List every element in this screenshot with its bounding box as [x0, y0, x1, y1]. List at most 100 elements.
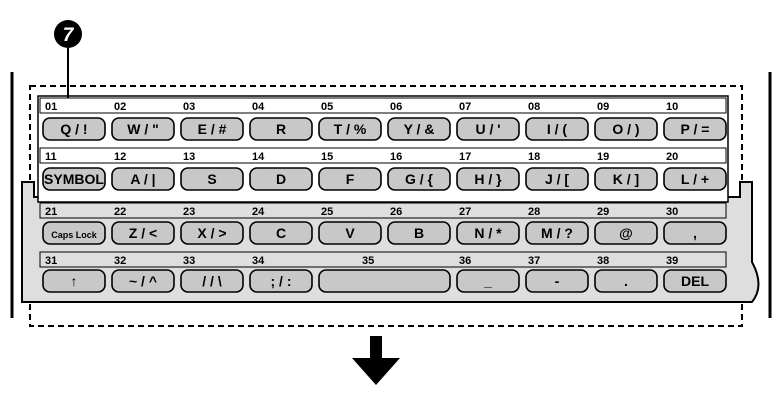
- key-1-5[interactable]: T / %: [318, 117, 382, 141]
- key-4-2[interactable]: ~ / ^: [111, 269, 175, 293]
- key-number: 11: [45, 151, 57, 163]
- key-number: 27: [459, 206, 471, 218]
- key-number: 13: [183, 151, 195, 163]
- key-3-8[interactable]: M / ?: [525, 221, 589, 245]
- key-number: 04: [252, 101, 265, 113]
- key-3-2[interactable]: Z / <: [111, 221, 175, 245]
- key-number: 10: [666, 101, 678, 113]
- key-label: R: [276, 121, 286, 137]
- key-label: V: [345, 225, 355, 241]
- key-label: H / }: [474, 171, 502, 187]
- key-label: P / =: [681, 121, 710, 137]
- key-1-6[interactable]: Y / &: [387, 117, 451, 141]
- key-number: 31: [45, 255, 57, 267]
- key-label: K / ]: [613, 171, 639, 187]
- key-4-6[interactable]: _: [456, 269, 520, 293]
- key-1-10[interactable]: P / =: [663, 117, 727, 141]
- key-number: 17: [459, 151, 471, 163]
- key-2-7[interactable]: H / }: [456, 167, 520, 191]
- key-3-5[interactable]: V: [318, 221, 382, 245]
- key-label: B: [414, 225, 424, 241]
- key-label: D: [276, 171, 286, 187]
- down-arrow-icon: [352, 336, 400, 385]
- key-4-4[interactable]: ; / :: [249, 269, 313, 293]
- key-number: 02: [114, 101, 126, 113]
- key-label: L / +: [681, 171, 709, 187]
- key-number: 08: [528, 101, 540, 113]
- key-label: _: [483, 273, 492, 289]
- key-label: Y / &: [404, 121, 435, 137]
- key-1-3[interactable]: E / #: [180, 117, 244, 141]
- key-2-6[interactable]: G / {: [387, 167, 451, 191]
- key-number: 32: [114, 255, 126, 267]
- key-number: 34: [252, 255, 265, 267]
- key-number: 37: [528, 255, 540, 267]
- key-3-3[interactable]: X / >: [180, 221, 244, 245]
- key-4-3[interactable]: / / \: [180, 269, 244, 293]
- callout-badge: [54, 20, 82, 48]
- key-3-1[interactable]: Caps Lock: [42, 221, 106, 245]
- key-label: C: [276, 225, 286, 241]
- key-number: 33: [183, 255, 195, 267]
- key-3-4[interactable]: C: [249, 221, 313, 245]
- key-4-1[interactable]: ↑: [42, 269, 106, 293]
- key-1-1[interactable]: Q / !: [42, 117, 106, 141]
- key-number: 20: [666, 151, 678, 163]
- key-number: 15: [321, 151, 333, 163]
- key-label: ↑: [71, 273, 78, 289]
- key-label: .: [624, 273, 628, 289]
- key-number: 16: [390, 151, 402, 163]
- key-3-6[interactable]: B: [387, 221, 451, 245]
- key-number: 14: [252, 151, 265, 163]
- key-2-5[interactable]: F: [318, 167, 382, 191]
- key-number: 21: [45, 206, 57, 218]
- key-label: / / \: [202, 273, 222, 289]
- key-label: A / |: [130, 171, 155, 187]
- key-label: T / %: [334, 121, 367, 137]
- key-number: 38: [597, 255, 609, 267]
- key-number: 36: [459, 255, 471, 267]
- number-strip-2: [39, 147, 727, 164]
- key-label: O / ): [612, 121, 639, 137]
- key-number: 12: [114, 151, 126, 163]
- key-1-8[interactable]: I / (: [525, 117, 589, 141]
- key-2-8[interactable]: J / [: [525, 167, 589, 191]
- key-1-2[interactable]: W / ": [111, 117, 175, 141]
- key-number: 18: [528, 151, 540, 163]
- key-number: 25: [321, 206, 333, 218]
- key-number: 24: [252, 206, 265, 218]
- key-1-9[interactable]: O / ): [594, 117, 658, 141]
- key-2-4[interactable]: D: [249, 167, 313, 191]
- key-2-10[interactable]: L / +: [663, 167, 727, 191]
- key-label: DEL: [681, 273, 709, 289]
- key-number: 39: [666, 255, 678, 267]
- key-1-7[interactable]: U / ': [456, 117, 520, 141]
- key-4-7[interactable]: -: [525, 269, 589, 293]
- key-4-9[interactable]: DEL: [663, 269, 727, 293]
- key-3-10[interactable]: ,: [663, 221, 727, 245]
- key-3-9[interactable]: @: [594, 221, 658, 245]
- key-label: Q / !: [60, 121, 87, 137]
- key-4-5[interactable]: [318, 269, 451, 293]
- key-number: 01: [45, 101, 57, 113]
- key-3-7[interactable]: N / *: [456, 221, 520, 245]
- key-number: 05: [321, 101, 333, 113]
- key-label: G / {: [405, 171, 434, 187]
- number-strip-3: [39, 202, 727, 219]
- key-number: 29: [597, 206, 609, 218]
- key-4-8[interactable]: .: [594, 269, 658, 293]
- key-2-9[interactable]: K / ]: [594, 167, 658, 191]
- key-1-4[interactable]: R: [249, 117, 313, 141]
- key-2-3[interactable]: S: [180, 167, 244, 191]
- key-label: X / >: [197, 225, 226, 241]
- key-number: 19: [597, 151, 609, 163]
- key-2-2[interactable]: A / |: [111, 167, 175, 191]
- key-number: 07: [459, 101, 471, 113]
- key-label: E / #: [198, 121, 227, 137]
- key-label: ~ / ^: [129, 273, 157, 289]
- key-label: U / ': [475, 121, 500, 137]
- key-number: 03: [183, 101, 195, 113]
- key-2-1[interactable]: SYMBOL: [42, 167, 106, 191]
- key-number: 23: [183, 206, 195, 218]
